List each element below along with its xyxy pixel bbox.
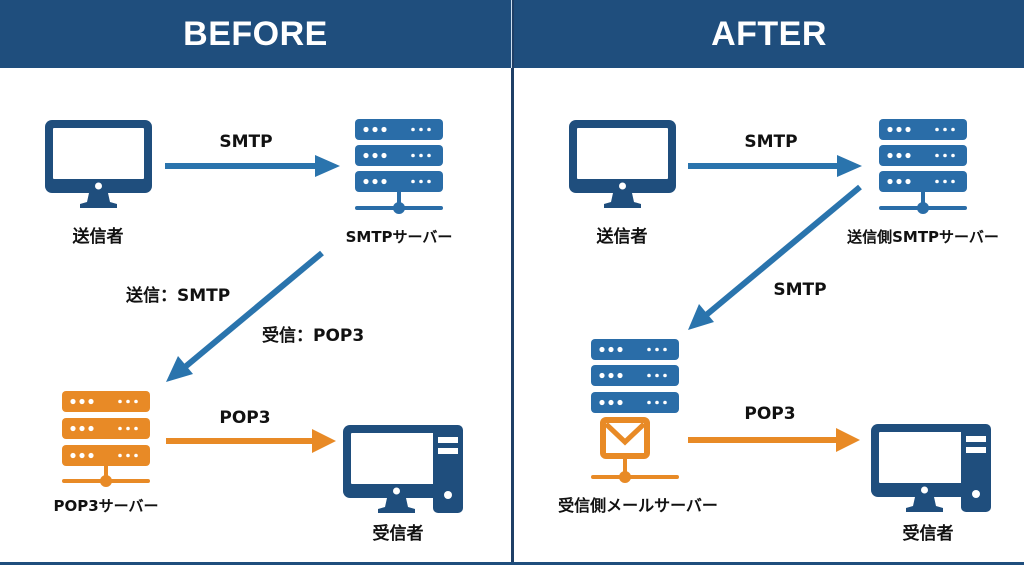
before-smtp-server-icon (355, 119, 443, 214)
after-receiver-label: 受信者 (902, 524, 954, 544)
before-sender-monitor-icon (45, 120, 152, 208)
before-pop3-arrow-label: POP3 (219, 408, 271, 428)
before-smtp-arrow-label: SMTP (219, 132, 273, 152)
after-receiver-computer-icon (871, 424, 991, 512)
before-arrow-sender-to-smtp (165, 155, 340, 177)
after-smtp-relay-label: SMTP (773, 280, 827, 300)
after-arrow-receiving-to-receiver (688, 428, 860, 452)
after-receiving-server-label: 受信側メールサーバー (558, 496, 718, 515)
before-arrow-smtp-to-pop3 (166, 250, 324, 382)
after-smtp-arrow-label: SMTP (744, 132, 798, 152)
after-sending-server-icon (879, 119, 967, 214)
after-arrow-sender-to-smtp (688, 155, 862, 177)
after-heading: AFTER (711, 14, 827, 53)
before-receiver-label: 受信者 (372, 524, 424, 544)
before-send-protocol-note: 送信：SMTP (126, 286, 231, 306)
after-mail-envelope-icon (591, 417, 679, 483)
after-sender-monitor-icon (569, 120, 676, 208)
after-pop3-arrow-label: POP3 (744, 404, 796, 424)
before-heading: BEFORE (183, 14, 328, 53)
panel-divider-highlight (511, 0, 512, 68)
after-sender-label: 送信者 (596, 227, 648, 247)
before-arrow-pop3-to-receiver (166, 429, 336, 453)
before-pop3-server-icon (62, 391, 150, 487)
panel-divider (511, 0, 514, 565)
bottom-border (0, 562, 1024, 565)
after-receiving-server-icon (591, 339, 679, 413)
after-arrow-smtp-to-receiving (688, 184, 862, 330)
before-smtp-server-label: SMTPサーバー (345, 228, 453, 246)
after-header: AFTER (514, 0, 1024, 68)
before-receiver-computer-icon (343, 425, 463, 513)
before-receive-protocol-note: 受信：POP3 (262, 326, 365, 346)
before-sender-label: 送信者 (72, 227, 124, 247)
before-pop3-server-label: POP3サーバー (53, 497, 159, 515)
after-sending-server-label: 送信側SMTPサーバー (847, 228, 999, 246)
before-header: BEFORE (0, 0, 511, 68)
